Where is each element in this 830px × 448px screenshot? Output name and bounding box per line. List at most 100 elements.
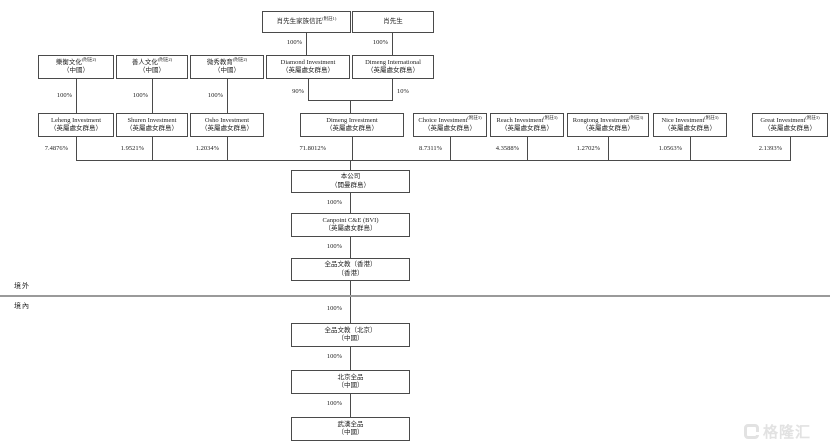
ownership-percent: 10% — [397, 88, 409, 95]
node-label: Dimeng International — [365, 58, 421, 66]
node-jurisdiction: （中國） — [337, 382, 364, 389]
node-jurisdiction: （中國） — [337, 429, 364, 436]
connector-line — [152, 79, 153, 113]
node-label: 肖先生家族信託 — [276, 17, 323, 25]
node-the-company: 本公司 （開曼群島） — [291, 170, 410, 193]
node-diamond-investment: Diamond Investment （英屬處女群島） — [266, 55, 350, 79]
node-label: 武漢全品 — [337, 420, 364, 428]
ownership-percent: 4.3588% — [495, 145, 519, 152]
ownership-percent: 71.8012% — [299, 145, 326, 152]
node-nice-investment: Nice Investment(附註3) （英屬處女群島） — [653, 113, 727, 137]
onshore-label: 境內 — [14, 302, 30, 310]
connector-line — [76, 137, 77, 160]
connector-line — [527, 137, 528, 160]
ownership-percent: 100% — [286, 39, 302, 46]
ownership-percent: 1.9521% — [120, 145, 144, 152]
node-jurisdiction: （中國） — [214, 67, 240, 74]
ownership-percent: 8.7311% — [418, 145, 442, 152]
ownership-percent: 100% — [372, 39, 388, 46]
node-label: Diamond Investment — [280, 58, 336, 66]
watermark-text: 格隆汇 — [763, 424, 812, 441]
node-label: Nice Investment — [661, 116, 705, 124]
connector-line — [350, 281, 351, 323]
node-label: Reach Investment — [496, 116, 544, 124]
node-canpoint-bvi: Canpoint C&E (BVI) （英屬處女群島） — [291, 213, 410, 237]
node-label: 樂衡文化 — [55, 58, 82, 66]
offshore-label: 境外 — [14, 282, 30, 290]
node-mr-xiao: 肖先生 — [352, 11, 434, 33]
node-jurisdiction: （英屬處女群島） — [326, 125, 378, 132]
ownership-percent: 90% — [292, 88, 304, 95]
connector-line — [350, 100, 351, 113]
connector-line — [352, 137, 353, 160]
node-jurisdiction: （英屬處女群島） — [582, 125, 634, 132]
node-label: 本公司 — [340, 173, 361, 180]
node-shanren-culture: 善人文化(附註2) （中國） — [116, 55, 188, 79]
node-beijing-canpoint: 北京全品 （中國） — [291, 370, 410, 394]
node-jurisdiction: （英屬處女群島） — [50, 125, 102, 132]
node-canpoint-hk: 全品文教（香港） （香港） — [291, 258, 410, 281]
note-superscript: (附註3) — [805, 114, 820, 120]
ownership-percent: 2.1393% — [758, 145, 782, 152]
node-choice-investment: Choice Investment(附註3) （英屬處女群島） — [413, 113, 487, 137]
node-canpoint-beijing: 全品文教（北京） （中國） — [291, 323, 410, 347]
node-jurisdiction: （中國） — [63, 67, 89, 74]
node-jurisdiction: （中國） — [139, 67, 165, 74]
connector-line — [350, 193, 351, 213]
connector-line — [308, 79, 309, 100]
node-weixiu-education: 微秀教育(附註2) （中國） — [190, 55, 264, 79]
node-shuren-investment: Shuren Investment （英屬處女群島） — [116, 113, 188, 137]
ownership-percent: 7.4876% — [44, 145, 68, 152]
connector-line — [608, 137, 609, 160]
node-jurisdiction: （英屬處女群島） — [201, 125, 253, 132]
note-superscript: (附註2) — [232, 56, 248, 62]
connector-line — [227, 79, 228, 113]
node-label: 肖先生 — [383, 17, 403, 25]
node-great-investment: Great Investment(附註3) （英屬處女群島） — [752, 113, 828, 137]
ownership-percent: 1.2702% — [576, 145, 600, 152]
connector-line — [350, 237, 351, 258]
note-superscript: (附註3) — [543, 114, 558, 120]
node-label: 善人文化 — [131, 58, 158, 66]
node-reach-investment: Reach Investment(附註3) （英屬處女群島） — [490, 113, 564, 137]
ownership-percent: 100% — [132, 92, 148, 99]
node-jurisdiction: （中國） — [337, 335, 364, 342]
ownership-percent: 100% — [326, 199, 342, 206]
node-jurisdiction: （英屬處女群島） — [126, 125, 178, 132]
node-label: Shuren Investment — [127, 116, 177, 124]
node-jurisdiction: （香港） — [337, 269, 364, 277]
node-jurisdiction: （英屬處女群島） — [324, 225, 377, 232]
connector-line — [76, 160, 791, 161]
node-label: 全品文教（北京） — [324, 326, 377, 334]
ownership-percent: 1.2034% — [195, 145, 219, 152]
connector-line — [306, 33, 307, 55]
ownership-percent: 100% — [56, 92, 72, 99]
gelonghui-logo-icon — [744, 424, 759, 439]
node-jurisdiction: （英屬處女群島） — [664, 125, 716, 132]
connector-line — [392, 33, 393, 55]
ownership-percent: 100% — [326, 243, 342, 250]
node-jurisdiction: （開曼群島） — [331, 181, 370, 189]
node-label: Dimeng Investment — [326, 116, 378, 124]
note-superscript: (附註2) — [81, 56, 97, 62]
node-xiao-family-trust: 肖先生家族信託(附註1) — [262, 11, 351, 33]
connector-line — [76, 79, 77, 113]
node-label: 北京全品 — [337, 373, 364, 381]
note-superscript: (附註3) — [628, 114, 644, 120]
connector-line — [350, 160, 351, 170]
note-superscript: (附註1) — [322, 15, 337, 21]
connector-line — [350, 347, 351, 370]
node-jurisdiction: （英屬處女群島） — [282, 67, 334, 74]
ownership-percent: 100% — [326, 400, 342, 407]
node-label: Rongtong Investment — [572, 116, 629, 124]
node-jurisdiction: （英屬處女群島） — [501, 125, 553, 132]
connector-line — [790, 137, 791, 160]
ownership-percent: 1.0563% — [658, 145, 682, 152]
connector-line — [227, 137, 228, 160]
node-leheng-culture: 樂衡文化(附註2) （中國） — [38, 55, 114, 79]
offshore-onshore-divider — [0, 295, 830, 297]
note-superscript: (附註3) — [704, 114, 719, 120]
ownership-percent: 100% — [207, 92, 223, 99]
ownership-percent: 100% — [326, 305, 342, 312]
